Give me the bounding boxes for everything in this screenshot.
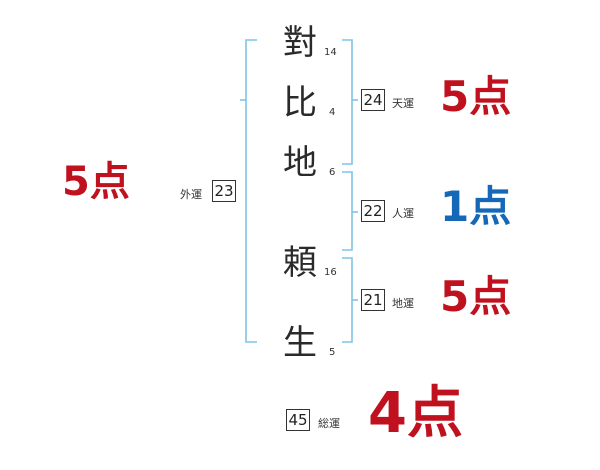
person-score: 1点 — [440, 182, 512, 231]
earth-label: 地運 — [392, 297, 414, 310]
earth-bracket — [342, 257, 353, 343]
outer-value-box: 23 — [212, 180, 236, 202]
heaven-bracket — [342, 39, 353, 165]
name-char-3: 地 — [283, 143, 317, 183]
heaven-value-box: 24 — [361, 89, 385, 111]
person-label: 人運 — [392, 207, 414, 220]
heaven-label: 天運 — [392, 97, 414, 110]
stroke-count-5: 5 — [329, 347, 336, 358]
heaven-score: 5点 — [440, 72, 512, 121]
total-score: 4点 — [368, 381, 463, 446]
outer-score: 5点 — [62, 159, 130, 205]
earth-score: 5点 — [440, 272, 512, 321]
name-char-1: 對 — [283, 23, 317, 63]
stroke-count-1: 14 — [324, 47, 337, 58]
outer-label: 外運 — [180, 188, 202, 201]
stroke-count-4: 16 — [324, 267, 337, 278]
total-label: 総運 — [318, 417, 340, 430]
name-char-5: 生 — [283, 323, 317, 363]
name-char-4: 頼 — [283, 243, 317, 283]
stroke-count-2: 4 — [329, 107, 336, 118]
name-char-2: 比 — [283, 83, 317, 123]
stroke-count-3: 6 — [329, 167, 336, 178]
person-bracket — [342, 171, 353, 251]
total-value-box: 45 — [286, 409, 310, 431]
outer-bracket — [245, 39, 257, 343]
earth-value-box: 21 — [361, 289, 385, 311]
person-value-box: 22 — [361, 200, 385, 222]
